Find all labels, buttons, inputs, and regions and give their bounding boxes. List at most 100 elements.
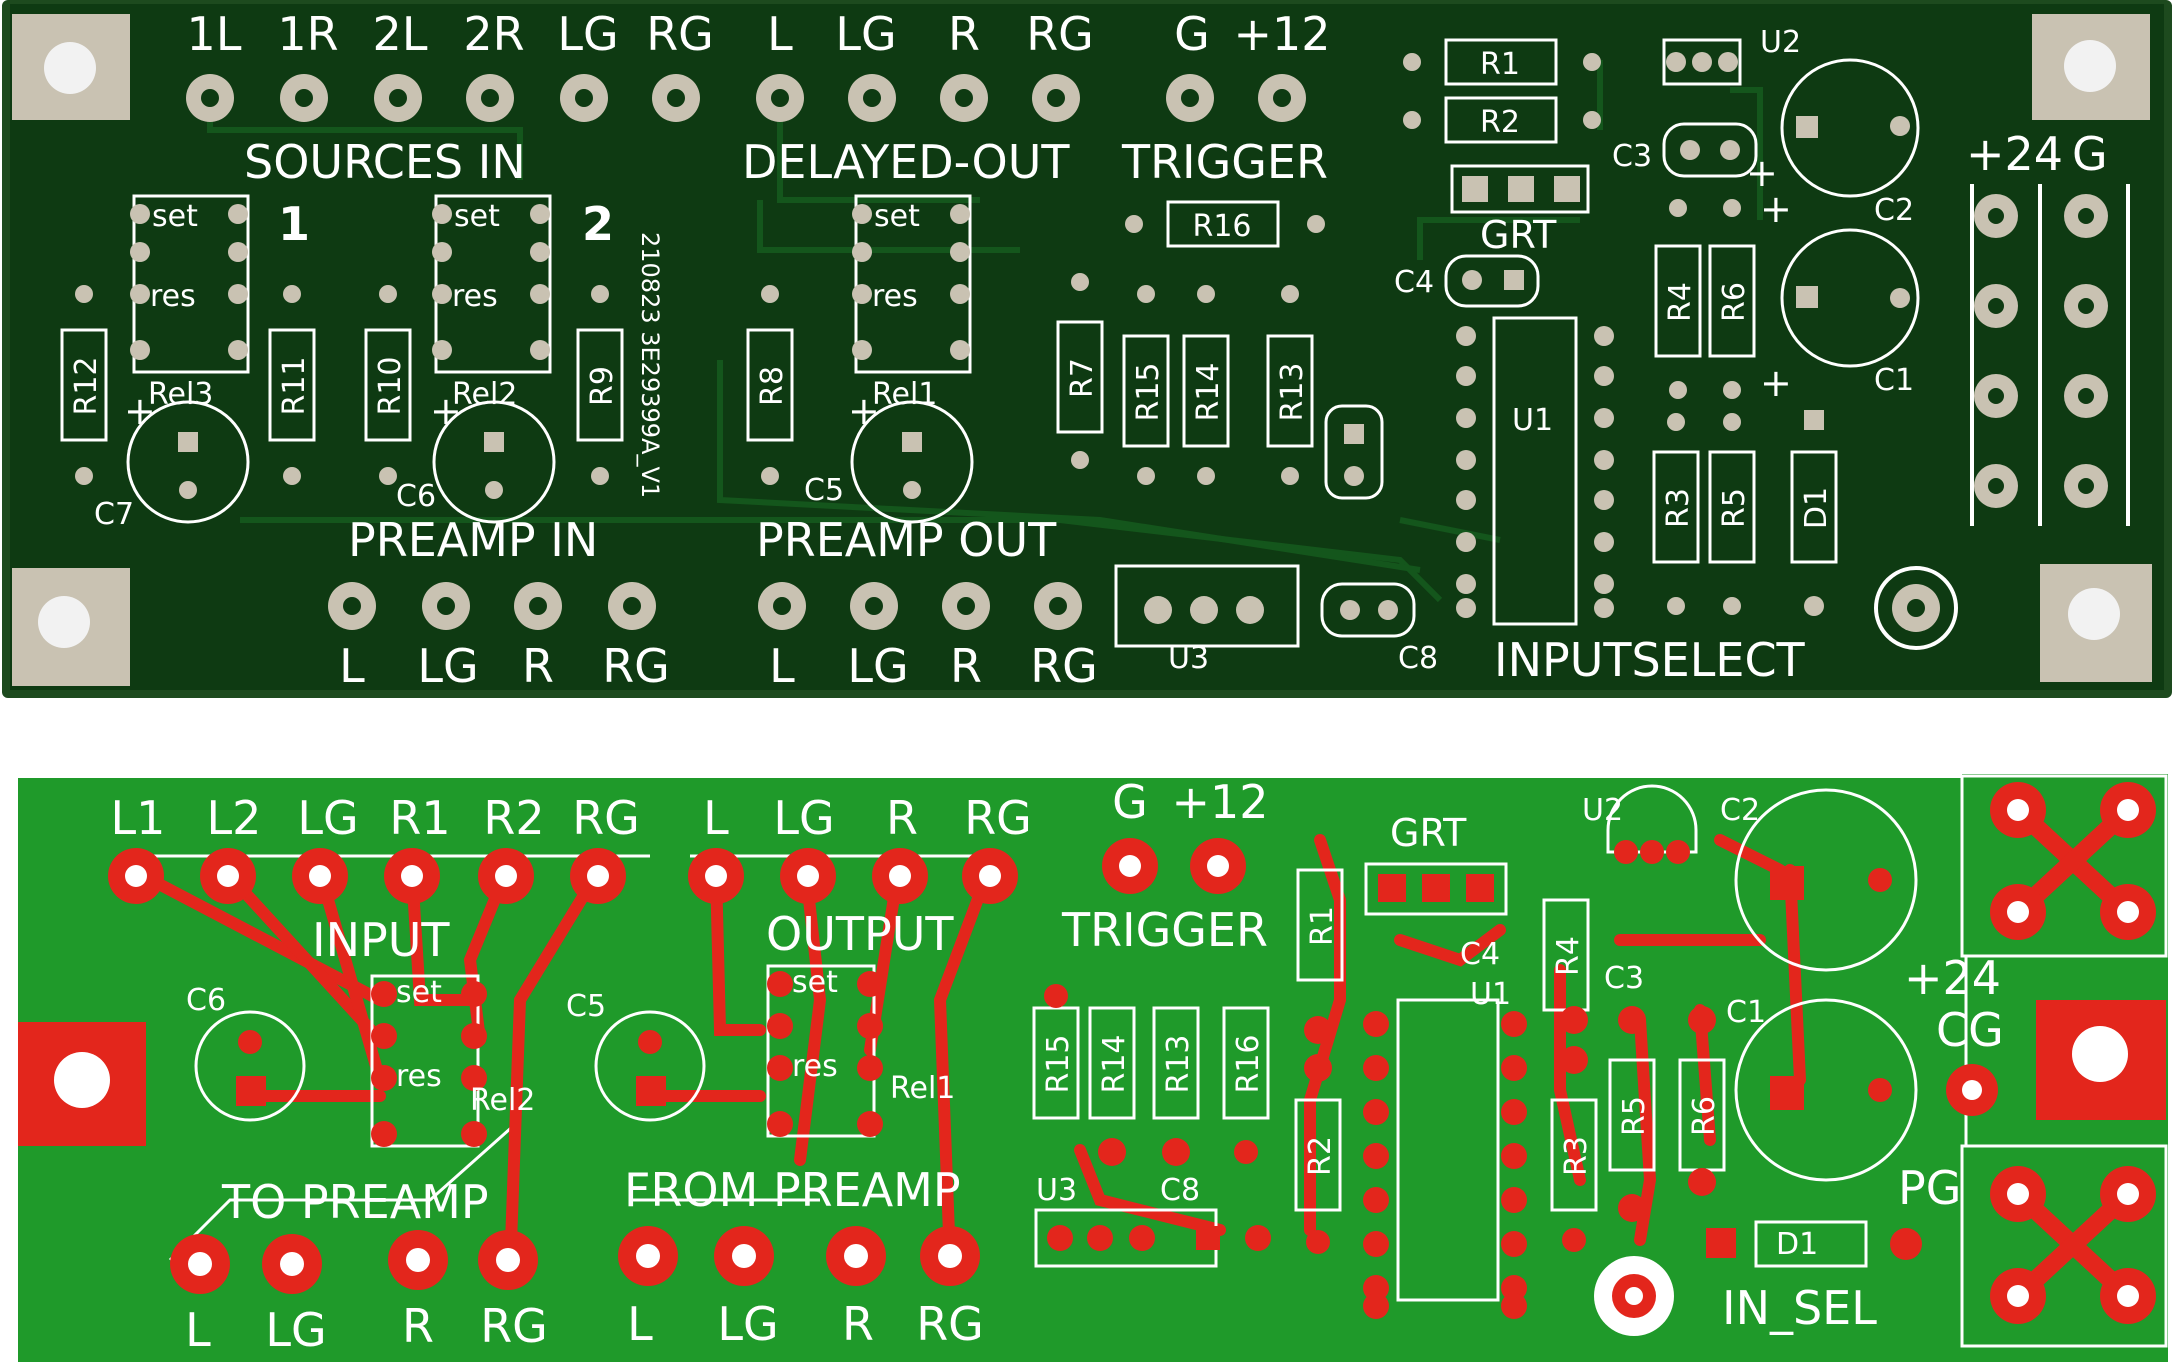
label-input: INPUT — [312, 913, 450, 967]
resistor-label: R9 — [585, 366, 620, 406]
board-2-relay-pads — [371, 971, 883, 1147]
small-capacitor-outlines — [1320, 122, 1758, 638]
grt-label: GRT — [1390, 811, 1467, 855]
board-1-top-label: R — [948, 7, 980, 61]
board-2-bottom-pins — [170, 1226, 980, 1294]
label-inputselect: INPUTSELECT — [1494, 633, 1806, 687]
board-2-top-label: LG — [773, 791, 834, 845]
board-2-top-label: G — [1112, 775, 1148, 829]
ic-label: U2 — [1582, 793, 1623, 828]
power-label: +24 — [1904, 951, 2001, 1005]
u1-dip-ic: U1 — [1456, 316, 1614, 626]
capacitor-label: C3 — [1612, 139, 1652, 174]
capacitor-pads — [178, 116, 1910, 499]
polarity-mark: + — [1760, 187, 1792, 231]
power-label: G — [2072, 127, 2108, 181]
polarity-mark: + — [848, 389, 880, 433]
power-label: PG — [1898, 1161, 1961, 1215]
label-preamp-in: PREAMP IN — [348, 513, 598, 567]
capacitor-label: C1 — [1874, 363, 1914, 398]
capacitor-label: C6 — [186, 983, 226, 1018]
board-1-top-label: 2L — [373, 7, 428, 61]
small-capacitor-pads — [1340, 140, 1740, 620]
board-1-bottom-label: RG — [1030, 639, 1098, 693]
board-2-bottom-label: L — [185, 1303, 211, 1357]
resistor-label: R10 — [373, 356, 408, 415]
label-to-preamp: TO PREAMP — [221, 1175, 489, 1229]
board-1: 1L 1R 2L 2R LG RG L LG R RG G +12 SOURCE… — [2, 0, 2172, 698]
label-in-sel: IN_SEL — [1722, 1281, 1877, 1335]
in-sel-pad — [1594, 1256, 1674, 1336]
board-2-top-label: L1 — [111, 791, 166, 845]
board-2-top-label: +12 — [1171, 775, 1268, 829]
polarity-mark: + — [124, 389, 156, 433]
board-2-top-pins — [108, 838, 1246, 904]
ic-label: U3 — [1036, 1173, 1077, 1208]
relay-res-label: res — [872, 279, 918, 314]
resistor-label: R13 — [1275, 362, 1310, 421]
capacitor-label: C8 — [1160, 1173, 1200, 1208]
relay-label: Rel1 — [890, 1071, 955, 1106]
label-sources-in: SOURCES IN — [244, 135, 526, 189]
capacitor-label: C4 — [1460, 937, 1500, 972]
resistor-label: R15 — [1131, 362, 1166, 421]
board-2-top-label: RG — [964, 791, 1032, 845]
resistor-label: R1 — [1305, 906, 1340, 946]
relay-pads — [130, 204, 970, 360]
label-channel-2: 2 — [582, 197, 614, 251]
grt-header: GRT — [1450, 164, 1590, 257]
capacitor-label: C6 — [396, 479, 436, 514]
resistor-label: R16 — [1192, 209, 1251, 244]
board-2-outlines — [120, 774, 2168, 1348]
board-1-top-label: 1R — [277, 7, 338, 61]
resistor-label: R5 — [1717, 488, 1752, 528]
board-2-top-label: R — [886, 791, 918, 845]
board-2-bottom-label: RG — [916, 1297, 984, 1351]
board-1-bottom-label: L — [769, 639, 795, 693]
board-1-top-pins — [186, 74, 1306, 122]
u1-dip-ic-2: U1 — [1363, 977, 1527, 1319]
resistor-label: R2 — [1480, 105, 1520, 140]
capacitor-label: C5 — [804, 473, 844, 508]
board-2-top-label: RG — [572, 791, 640, 845]
polarity-mark: + — [1746, 151, 1778, 195]
resistor-label: R11 — [277, 356, 312, 415]
polarity-mark: + — [1760, 361, 1792, 405]
ic-label: U3 — [1168, 641, 1209, 676]
resistor-label: R4 — [1663, 282, 1698, 322]
label-channel-1: 1 — [278, 197, 310, 251]
label-trigger: TRIGGER — [1121, 135, 1328, 189]
board-2-resistors: R15 R14 R13 R16 R1 R2 R3 R4 R5 R6 — [1032, 868, 1726, 1254]
resistor-label: R12 — [69, 356, 104, 415]
resistor-label: R14 — [1097, 1034, 1132, 1093]
capacitor-label: C5 — [566, 989, 606, 1024]
u2-regulator: U2 — [1662, 25, 1801, 86]
version-text: 210823 3E29399A_V1 — [636, 232, 664, 498]
label-output: OUTPUT — [766, 907, 954, 961]
capacitor-label: C2 — [1874, 193, 1914, 228]
capacitor-label: C2 — [1720, 793, 1760, 828]
u3-regulator-2: U3 — [1034, 1173, 1271, 1268]
grt-label: GRT — [1480, 213, 1557, 257]
x-pads — [1990, 782, 2156, 1324]
label-delayed-out: DELAYED-OUT — [742, 135, 1070, 189]
board-1-top-label: RG — [1026, 7, 1094, 61]
resistor-label: R13 — [1161, 1034, 1196, 1093]
resistor-label: R3 — [1559, 1136, 1594, 1176]
board-1-top-label: L — [767, 7, 793, 61]
board-2-bottom-label: LG — [717, 1297, 778, 1351]
board-1-top-label: RG — [646, 7, 714, 61]
relay-set-label: set — [396, 975, 442, 1010]
power-label: CG — [1936, 1003, 2004, 1057]
board-1-bottom-label: R — [522, 639, 554, 693]
board-2-bottom-label: LG — [265, 1303, 326, 1357]
capacitor-label: C4 — [1394, 265, 1434, 300]
capacitor-label: C1 — [1726, 995, 1766, 1030]
board-1-bottom-pins — [328, 582, 1082, 630]
resistor-label: R6 — [1687, 1096, 1722, 1136]
u3-regulator: U3 — [1114, 564, 1300, 676]
board-2-top-label: L2 — [207, 791, 262, 845]
capacitor-label: C3 — [1604, 961, 1644, 996]
board-2-bottom-label: R — [842, 1297, 874, 1351]
relay-set-label: set — [152, 199, 198, 234]
